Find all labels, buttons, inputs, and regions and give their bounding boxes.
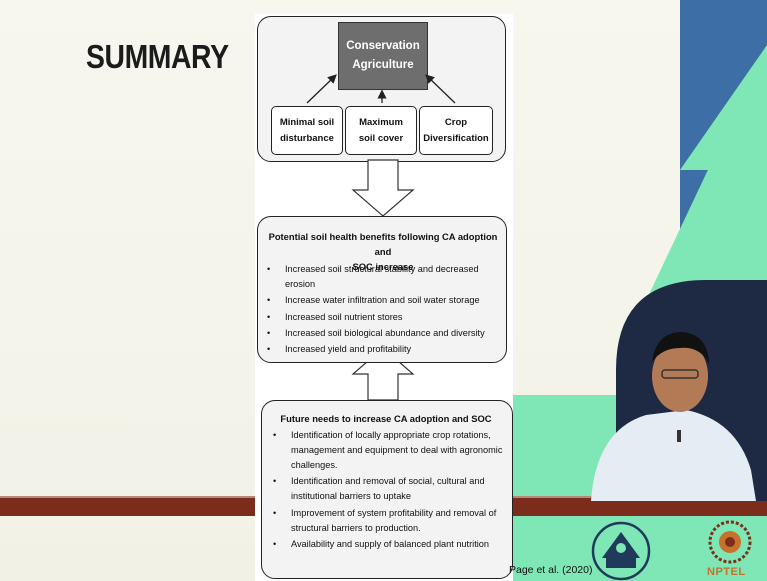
summary-figure: Conservation Agriculture Minimal soil di… <box>255 14 513 581</box>
pillar-3-line1: Crop <box>444 116 468 128</box>
conservation-agriculture-box: Conservation Agriculture <box>338 22 428 90</box>
deco-green-top <box>680 45 767 170</box>
presenter-shirt <box>591 410 756 501</box>
future-needs-list: Identification of locally appropriate cr… <box>269 428 507 553</box>
benefit-item: Increased soil biological abundance and … <box>263 326 499 341</box>
ca-label-line2: Agriculture <box>352 59 414 71</box>
pillar-maximum-soil-cover: Maximum soil cover <box>345 106 417 155</box>
slide-title: SUMMARY <box>86 38 229 75</box>
pillar-crop-diversification: Crop Diversification <box>419 106 493 155</box>
pillar-3-line2: Diversification <box>423 132 489 144</box>
presenter-head <box>652 340 708 412</box>
iit-kharagpur-logo <box>591 521 651 581</box>
microphone <box>677 430 681 442</box>
citation: Page et al. (2020) <box>509 564 593 576</box>
benefit-item: Increase water infiltration and soil wat… <box>263 293 499 308</box>
benefits-heading-line1: Potential soil health benefits following… <box>268 231 498 257</box>
presenter-video <box>591 280 767 501</box>
nptel-logo <box>708 520 752 564</box>
down-block-arrow <box>351 159 415 217</box>
future-needs-heading: Future needs to increase CA adoption and… <box>280 413 492 424</box>
ca-label-line1: Conservation <box>346 40 420 52</box>
arrow-pillar1-to-ca <box>306 74 337 104</box>
arrow-pillar3-to-ca <box>425 74 456 104</box>
future-need-item: Identification and removal of social, cu… <box>269 474 507 504</box>
presenter-hair <box>652 332 709 364</box>
benefit-item: Increased soil structural stability and … <box>263 262 499 292</box>
future-need-item: Identification of locally appropriate cr… <box>269 428 507 473</box>
nptel-logo-text: NPTEL <box>707 566 746 578</box>
presenter-glasses <box>661 369 699 379</box>
pillar-2-line1: Maximum <box>359 116 403 128</box>
pillar-2-line2: soil cover <box>358 132 404 144</box>
future-need-item: Improvement of system profitability and … <box>269 506 507 536</box>
benefit-item: Increased soil nutrient stores <box>263 310 499 325</box>
benefit-item: Increased yield and profitability <box>263 342 499 357</box>
pillar-1-line2: disturbance <box>280 132 334 144</box>
pillar-minimal-soil-disturbance: Minimal soil disturbance <box>271 106 343 155</box>
future-need-item: Availability and supply of balanced plan… <box>269 537 507 552</box>
benefits-list: Increased soil structural stability and … <box>263 262 499 358</box>
pillar-1-line1: Minimal soil <box>279 116 335 128</box>
